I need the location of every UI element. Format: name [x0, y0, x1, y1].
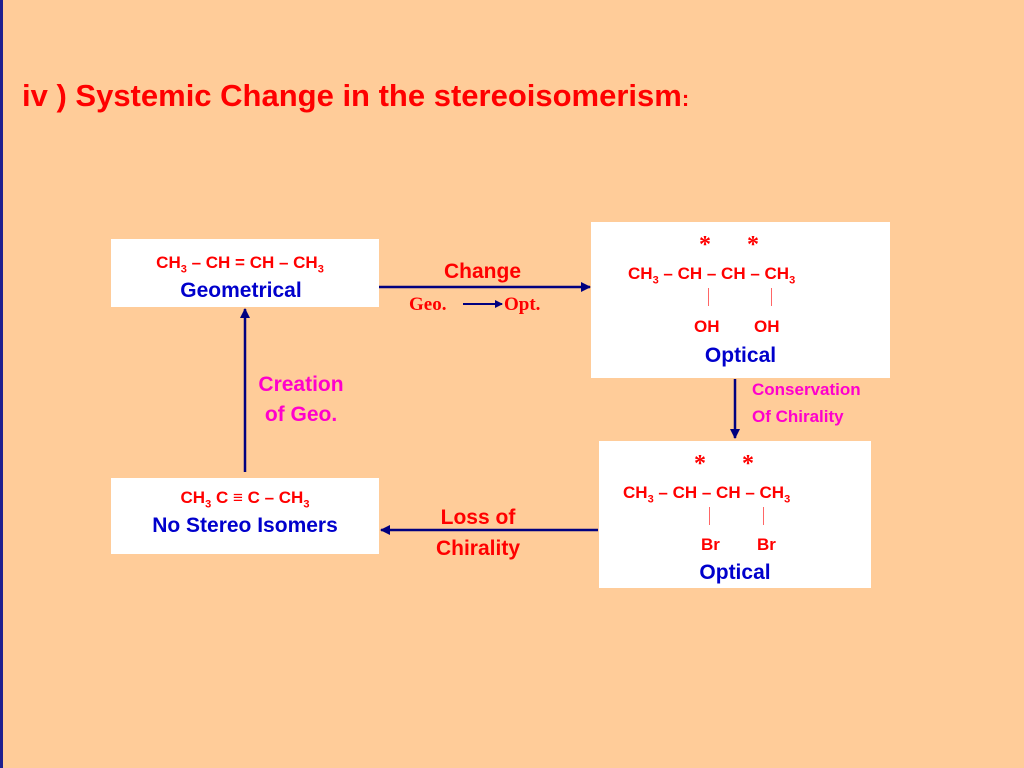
conservation-label: Conservation Of Chirality — [752, 380, 861, 426]
alkene-formula: CH3 – CH = CH – CH3 — [156, 253, 324, 276]
bond-line-2 — [771, 288, 772, 306]
optical-diol-box: * * CH3 – CH – CH – CH3 OH OH Optical — [591, 222, 890, 378]
geometrical-box: CH3 – CH = CH – CH3 Geometrical — [111, 239, 379, 307]
bond-line-3 — [709, 507, 710, 525]
opt-label: Opt. — [504, 294, 541, 315]
slide-title-colon: : — [681, 86, 690, 111]
chiral-center-star-2: * — [747, 232, 759, 258]
bond-line-4 — [763, 507, 764, 525]
substituent-br-2: Br — [757, 535, 776, 554]
optical-label-1: Optical — [704, 344, 777, 367]
chiral-center-star-4: * — [742, 451, 754, 477]
geometrical-label: Geometrical — [180, 279, 302, 303]
dibromide-formula: CH3 – CH – CH – CH3 — [623, 483, 791, 506]
bond-line-1 — [708, 288, 709, 306]
optical-dibromide-box: * * CH3 – CH – CH – CH3 Br Br Optical — [599, 441, 871, 588]
alkyne-formula: CH3 C ≡ C – CH3 — [180, 488, 310, 511]
substituent-br-1: Br — [701, 535, 720, 554]
alkyne-box: CH3 C ≡ C – CH3 No Stereo Isomers — [111, 478, 379, 554]
change-label: Change — [444, 260, 522, 283]
chiral-center-star-1: * — [699, 232, 711, 258]
no-stereo-isomers-label: No Stereo Isomers — [152, 514, 338, 538]
geo-label: Geo. — [409, 294, 447, 315]
substituent-oh-1: OH — [694, 317, 720, 336]
slide-title-text: iv ) Systemic Change in the stereoisomer… — [22, 78, 682, 113]
loss-of-chirality-label: Loss of Chirality — [435, 506, 521, 560]
slide-title: iv ) Systemic Change in the stereoisomer… — [22, 78, 689, 114]
substituent-oh-2: OH — [754, 317, 780, 336]
chiral-center-star-3: * — [694, 451, 706, 477]
slide-left-border — [0, 0, 3, 768]
creation-of-geo-label: Creation of Geo. — [258, 373, 344, 426]
optical-label-2: Optical — [699, 561, 771, 584]
diol-formula: CH3 – CH – CH – CH3 — [628, 264, 796, 287]
